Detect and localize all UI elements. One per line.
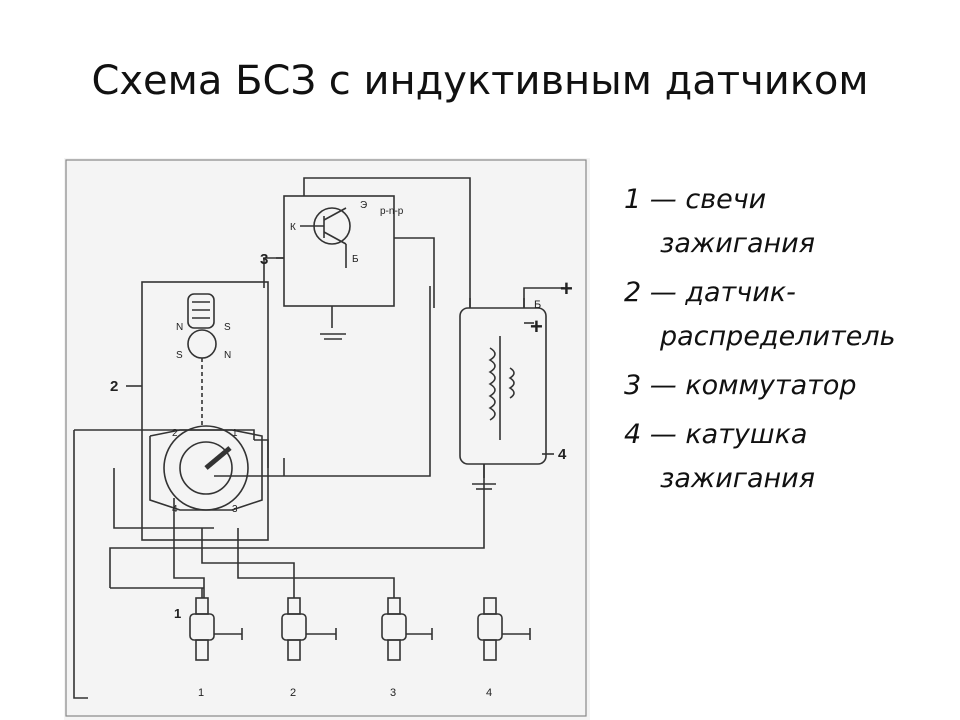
ignition-coil-body: [459, 307, 547, 465]
distributor-terminal-2: 2: [172, 428, 178, 439]
plus-sign-coil: +: [530, 314, 543, 339]
legend-item-4-first: 4 — катушка: [624, 419, 808, 450]
commutator-box: [283, 195, 395, 307]
legend-item-4-rest: зажигания: [660, 463, 815, 494]
legend-item-2: 2 — датчик- распределитель: [624, 271, 944, 359]
label-coil: 4: [558, 446, 567, 463]
legend-item-3: 3 — коммутатор: [624, 364, 944, 408]
legend-item-4: 4 — катушка зажигания: [624, 413, 944, 501]
transistor-type-label: p-n-p: [380, 206, 404, 217]
distributor-terminal-4: 4: [172, 504, 178, 515]
component-legend: 1 — свечи зажигания 2 — датчик- распреде…: [624, 178, 944, 506]
ignition-wiring-diagram: 2 3 4 К Э Б p-n-p Б + + N S S N 2 1 4 3 …: [64, 158, 590, 720]
legend-item-2-rest: распределитель: [660, 321, 896, 352]
legend-item-1-rest: зажигания: [660, 228, 815, 259]
spark-plug-1: [189, 597, 243, 661]
plug-label-left: 1: [174, 606, 181, 621]
distributor-terminal-3: 3: [232, 504, 238, 515]
plug-number-1: 1: [198, 687, 204, 699]
diagram-svg: 2 3 4 К Э Б p-n-p Б + + N S S N 2 1 4 3 …: [65, 159, 587, 717]
coil-terminal-label: Б: [534, 299, 541, 311]
legend-item-1-first: 1 — свечи: [624, 184, 767, 215]
sensor-pole-s1: S: [224, 322, 231, 333]
label-distributor: 2: [110, 378, 118, 395]
legend-item-1: 1 — свечи зажигания: [624, 178, 944, 266]
distributor-body: [141, 281, 269, 541]
spark-plug-3: [381, 597, 433, 661]
label-commutator: 3: [260, 251, 268, 268]
plus-sign-battery: +: [560, 276, 573, 301]
transistor-k-label: К: [290, 222, 296, 233]
plug-number-4: 4: [486, 687, 492, 699]
transistor-e-label: Э: [360, 200, 367, 211]
transistor-b-label: Б: [352, 254, 359, 265]
spark-plug-4: [477, 597, 531, 661]
sensor-pole-s2: S: [176, 350, 183, 361]
spark-plug-2: [281, 597, 337, 661]
plug-number-3: 3: [390, 687, 396, 699]
legend-item-3-first: 3 — коммутатор: [624, 370, 857, 401]
legend-item-2-first: 2 — датчик-: [624, 277, 796, 308]
sensor-pole-n2: N: [224, 350, 231, 361]
slide-title: Схема БСЗ с индуктивным датчиком: [91, 58, 869, 104]
distributor-terminal-1: 1: [232, 428, 238, 439]
sensor-pole-n1: N: [176, 322, 183, 333]
plug-number-2: 2: [290, 687, 296, 699]
